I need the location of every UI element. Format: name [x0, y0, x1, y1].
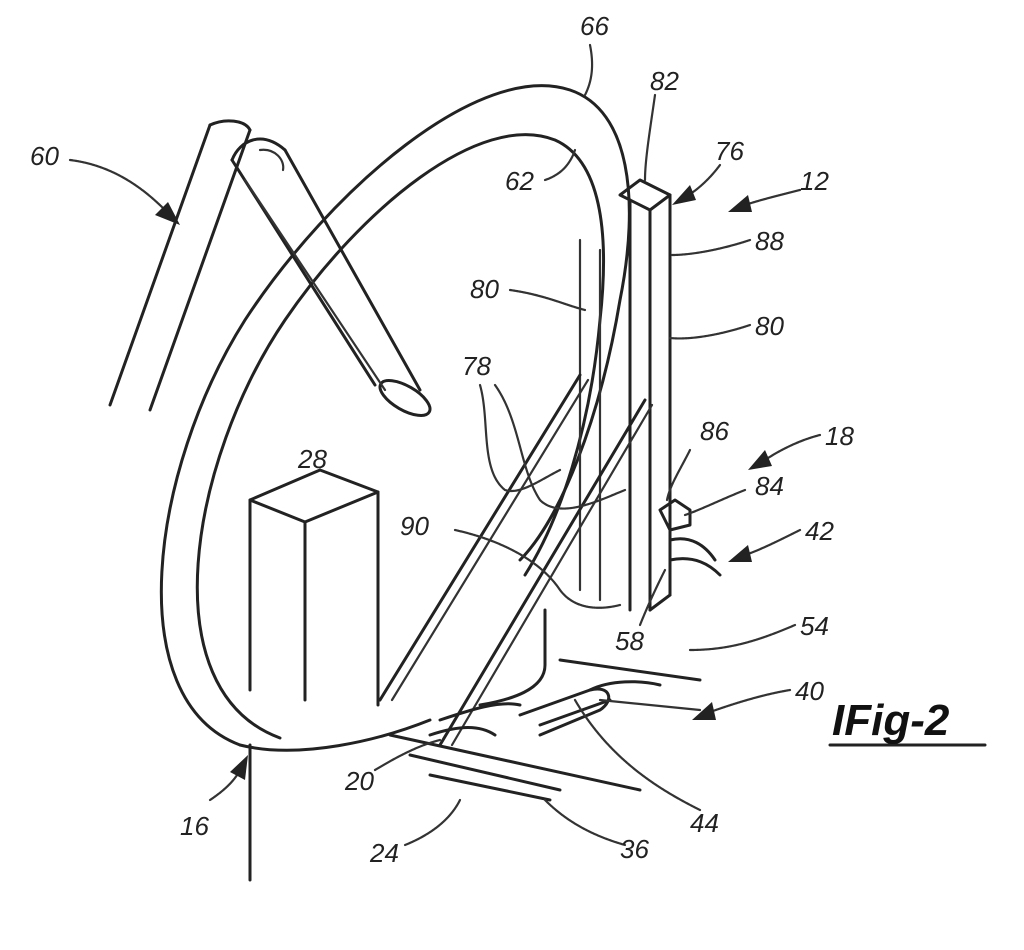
ref-28: 28	[297, 444, 327, 474]
ref-40: 40	[795, 676, 824, 706]
base-channel	[390, 610, 700, 800]
ref-76: 76	[715, 136, 744, 166]
ref-12: 12	[800, 166, 829, 196]
ref-90: 90	[400, 511, 429, 541]
ref-54: 54	[800, 611, 829, 641]
upright-panel	[580, 180, 670, 610]
ref-36: 36	[620, 834, 649, 864]
ref-66: 66	[580, 11, 609, 41]
box-28	[250, 470, 378, 705]
figure-caption: IFig-2	[832, 696, 950, 745]
ref-80-right: 80	[755, 311, 784, 341]
ref-78: 78	[462, 351, 491, 381]
ref-24: 24	[369, 838, 399, 868]
ref-62: 62	[505, 166, 534, 196]
ref-42: 42	[805, 516, 834, 546]
ref-16: 16	[180, 811, 209, 841]
ref-82: 82	[650, 66, 679, 96]
ref-84: 84	[755, 471, 784, 501]
ref-86: 86	[700, 416, 729, 446]
ref-18: 18	[825, 421, 854, 451]
ref-44: 44	[690, 808, 719, 838]
ref-88: 88	[755, 226, 784, 256]
ref-58: 58	[615, 626, 644, 656]
ref-80-left: 80	[470, 274, 499, 304]
ref-60: 60	[30, 141, 59, 171]
ref-20: 20	[344, 766, 374, 796]
upper-tube	[110, 121, 435, 423]
